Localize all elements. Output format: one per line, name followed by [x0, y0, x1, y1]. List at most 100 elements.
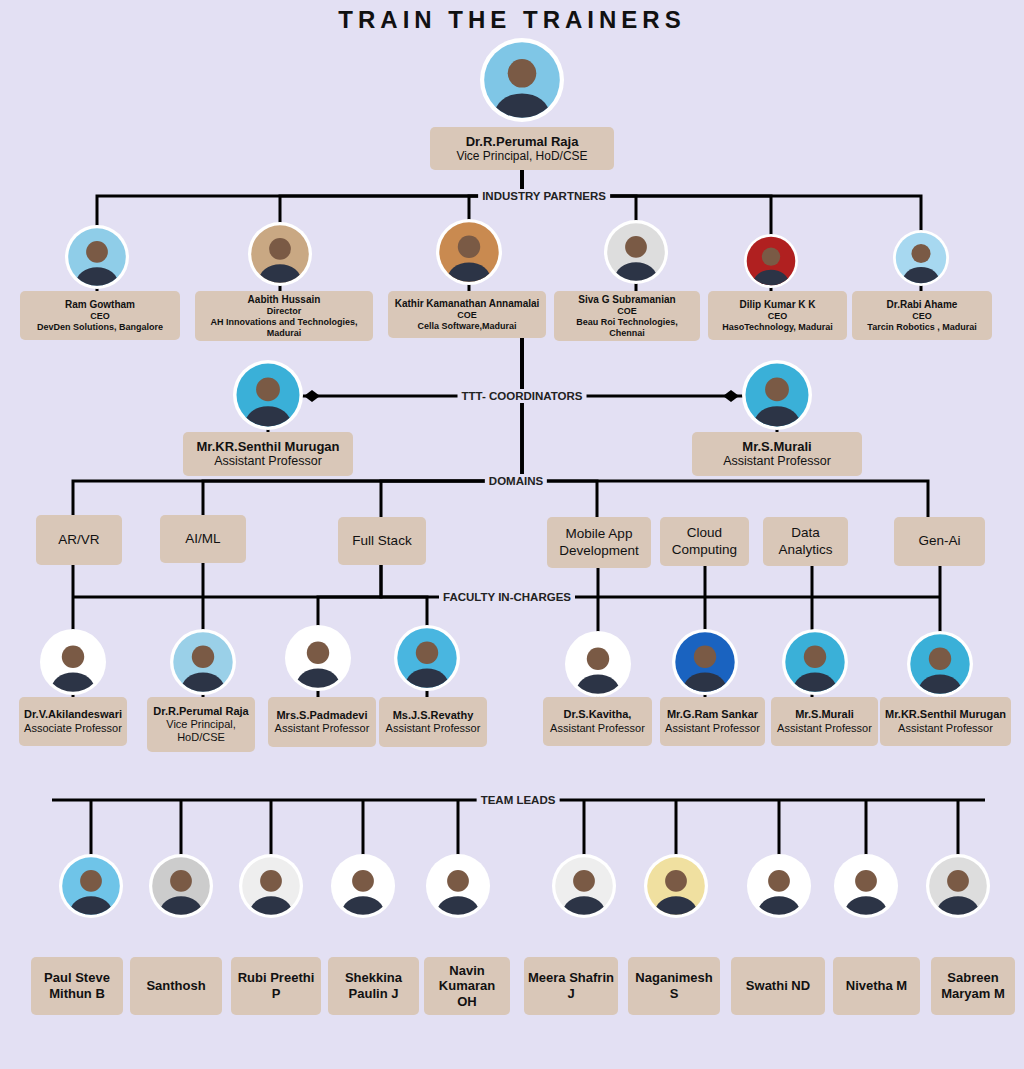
connector — [268, 338, 522, 432]
name-box: Gen-Ai — [894, 517, 985, 566]
name-box: AI/ML — [160, 515, 246, 563]
section-label: DOMAINS — [485, 474, 547, 488]
name-box: Mrs.S.PadmadeviAssistant Professor — [268, 697, 376, 747]
photo — [604, 220, 668, 296]
name-text: Full Stack — [352, 533, 411, 549]
name-box: Mr.KR.Senthil MuruganAssistant Professor — [880, 697, 1011, 746]
role-text: CEO — [912, 311, 932, 322]
connector-line — [73, 338, 522, 515]
section-label: TTT- COORDINATORS — [458, 389, 587, 403]
drop-line — [362, 800, 365, 860]
role-text: Assistant Professor — [275, 722, 370, 735]
name-box: Mr.S.MuraliAssistant Professor — [771, 697, 878, 746]
name-text: Mr.KR.Senthil Murugan — [885, 708, 1006, 721]
name-box: Cloud Computing — [660, 517, 749, 566]
diamond-head — [304, 390, 320, 402]
name-text: Mr.G.Ram Sankar — [667, 708, 758, 721]
photo — [170, 629, 236, 707]
section-label: INDUSTRY PARTNERS — [478, 189, 610, 203]
role-text: Assistant Professor — [723, 454, 831, 469]
name-text: Data Analytics — [767, 525, 844, 557]
name-box: Sabreen Maryam M — [931, 957, 1015, 1015]
name-box: Mr.G.Ram SankarAssistant Professor — [660, 697, 765, 746]
role-text: CEO — [768, 311, 788, 322]
name-box: Ms.J.S.RevathyAssistant Professor — [379, 697, 487, 747]
role-text: COE — [457, 310, 477, 321]
name-text: AR/VR — [58, 532, 99, 548]
photo — [742, 360, 812, 443]
name-box: Rubi Preethi P — [231, 957, 321, 1015]
drop-line — [90, 800, 93, 860]
photo — [149, 854, 213, 930]
name-text: Shekkina Paulin J — [332, 970, 415, 1001]
photo — [782, 629, 848, 707]
photo — [285, 625, 351, 703]
role-text: Director — [267, 306, 302, 317]
photo — [552, 854, 616, 930]
connector-line — [522, 338, 597, 517]
name-text: Dilip Kumar K K — [739, 299, 815, 311]
name-box: Shekkina Paulin J — [328, 957, 419, 1015]
photo — [926, 854, 990, 930]
role-text: Beau Roi Technologies, Chennai — [558, 317, 696, 339]
photo — [672, 629, 738, 707]
role-text: Assistant Professor — [898, 722, 993, 735]
role-text: Assistant Professor — [550, 722, 645, 735]
role-text: HasoTechnology, Madurai — [722, 322, 833, 333]
role-text: COE — [617, 306, 637, 317]
name-text: Siva G Subramanian — [578, 294, 675, 306]
photo — [480, 38, 564, 137]
name-box: Data Analytics — [763, 517, 848, 566]
drop-line — [957, 800, 960, 860]
photo — [239, 854, 303, 930]
name-text: Kathir Kamanathan Annamalai — [395, 298, 540, 310]
name-box: Mobile App Development — [547, 517, 651, 568]
role-text: Assistant Professor — [777, 722, 872, 735]
name-text: Navin Kumaran OH — [428, 963, 506, 1010]
name-text: Mr.S.Murali — [795, 708, 854, 721]
role-text: CEO — [90, 311, 110, 322]
role-text: Assistant Professor — [386, 722, 481, 735]
name-box: Dr.S.Kavitha,Assistant Professor — [543, 697, 652, 746]
section-label: TEAM LEADS — [477, 793, 560, 807]
name-box: Naganimesh S — [628, 957, 720, 1015]
name-text: Naganimesh S — [632, 970, 716, 1001]
name-text: Santhosh — [146, 978, 205, 994]
name-text: Dr.R.Perumal Raja — [153, 705, 248, 718]
photo — [331, 854, 395, 930]
drop-line — [583, 800, 586, 860]
name-text: Gen-Ai — [918, 533, 960, 549]
drop-line — [270, 800, 273, 860]
name-box: Swathi ND — [731, 957, 825, 1015]
drop-line — [180, 800, 183, 860]
role-text: Assistant Professor — [665, 722, 760, 735]
role-text: Associate Professor — [24, 722, 122, 735]
name-box: Siva G SubramanianCOEBeau Roi Technologi… — [554, 291, 700, 341]
photo — [59, 854, 123, 930]
name-text: AI/ML — [185, 531, 220, 547]
role-text: AH Innovations and Technologies, Madurai — [199, 317, 369, 339]
name-text: Swathi ND — [746, 978, 810, 994]
role-text: Vice Principal, HoD/CSE — [456, 149, 587, 163]
name-box: Dilip Kumar K KCEOHasoTechnology, Madura… — [708, 291, 847, 340]
photo — [233, 360, 303, 443]
name-text: Dr.S.Kavitha, — [564, 708, 632, 721]
photo — [744, 234, 798, 298]
photo — [747, 854, 811, 930]
photo — [248, 222, 312, 298]
name-text: Ram Gowtham — [65, 299, 135, 311]
role-text: Assistant Professor — [214, 454, 322, 469]
name-box: Aabith HussainDirectorAH Innovations and… — [195, 291, 373, 341]
connector-line — [203, 338, 522, 515]
name-box: Nivetha M — [833, 957, 920, 1015]
role-text: Cella Software,Madurai — [417, 321, 516, 332]
connector-line — [268, 338, 522, 432]
drop-line — [778, 800, 781, 860]
name-box: Navin Kumaran OH — [424, 957, 510, 1015]
name-box: Mr.KR.Senthil MuruganAssistant Professor — [183, 432, 353, 476]
name-text: Aabith Hussain — [248, 294, 321, 306]
name-text: Ms.J.S.Revathy — [393, 709, 474, 722]
name-box: Dr.Rabi AhameCEOTarcin Robotics , Madura… — [852, 291, 992, 340]
name-text: Dr.R.Perumal Raja — [466, 134, 579, 150]
